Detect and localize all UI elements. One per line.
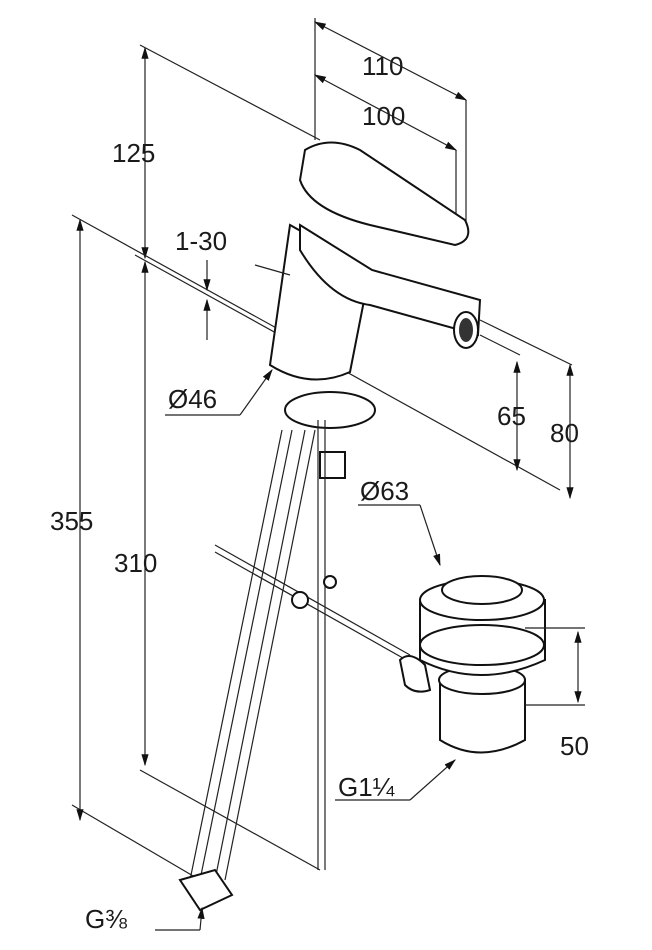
pop-up-rod xyxy=(214,544,411,663)
dim-g114-label: G1¼ xyxy=(338,772,395,802)
dim-110-label: 110 xyxy=(362,51,403,81)
dim-310-label: 310 xyxy=(114,548,157,578)
dim-o46-label: Ø46 xyxy=(168,384,217,414)
dimension-80: 80 xyxy=(479,319,579,500)
dim-1-30-label: 1-30 xyxy=(175,226,227,256)
pop-up-waste: 50 Ø63 G1¼ xyxy=(335,476,589,802)
dim-50-label: 50 xyxy=(560,731,589,761)
dimension-65: 65 xyxy=(479,334,526,472)
dimension-125: 125 xyxy=(112,44,321,260)
mixer-body xyxy=(254,141,482,479)
dimension-1-30: 1-30 xyxy=(175,226,227,340)
dimension-100: 100 xyxy=(313,74,458,240)
dimension-o46: Ø46 xyxy=(165,369,273,416)
dim-125-label: 125 xyxy=(112,138,155,168)
dim-80-label: 80 xyxy=(550,418,579,448)
dim-g38-label: G⅜ xyxy=(85,904,127,934)
dim-355-label: 355 xyxy=(50,506,93,536)
dim-o63-label: Ø63 xyxy=(360,476,409,506)
dimension-310: 310 xyxy=(114,254,561,871)
dimension-355: 355 xyxy=(50,214,281,881)
dim-65-label: 65 xyxy=(497,401,526,431)
supply-hoses: G⅜ xyxy=(85,420,326,934)
dim-100-label: 100 xyxy=(362,101,405,131)
